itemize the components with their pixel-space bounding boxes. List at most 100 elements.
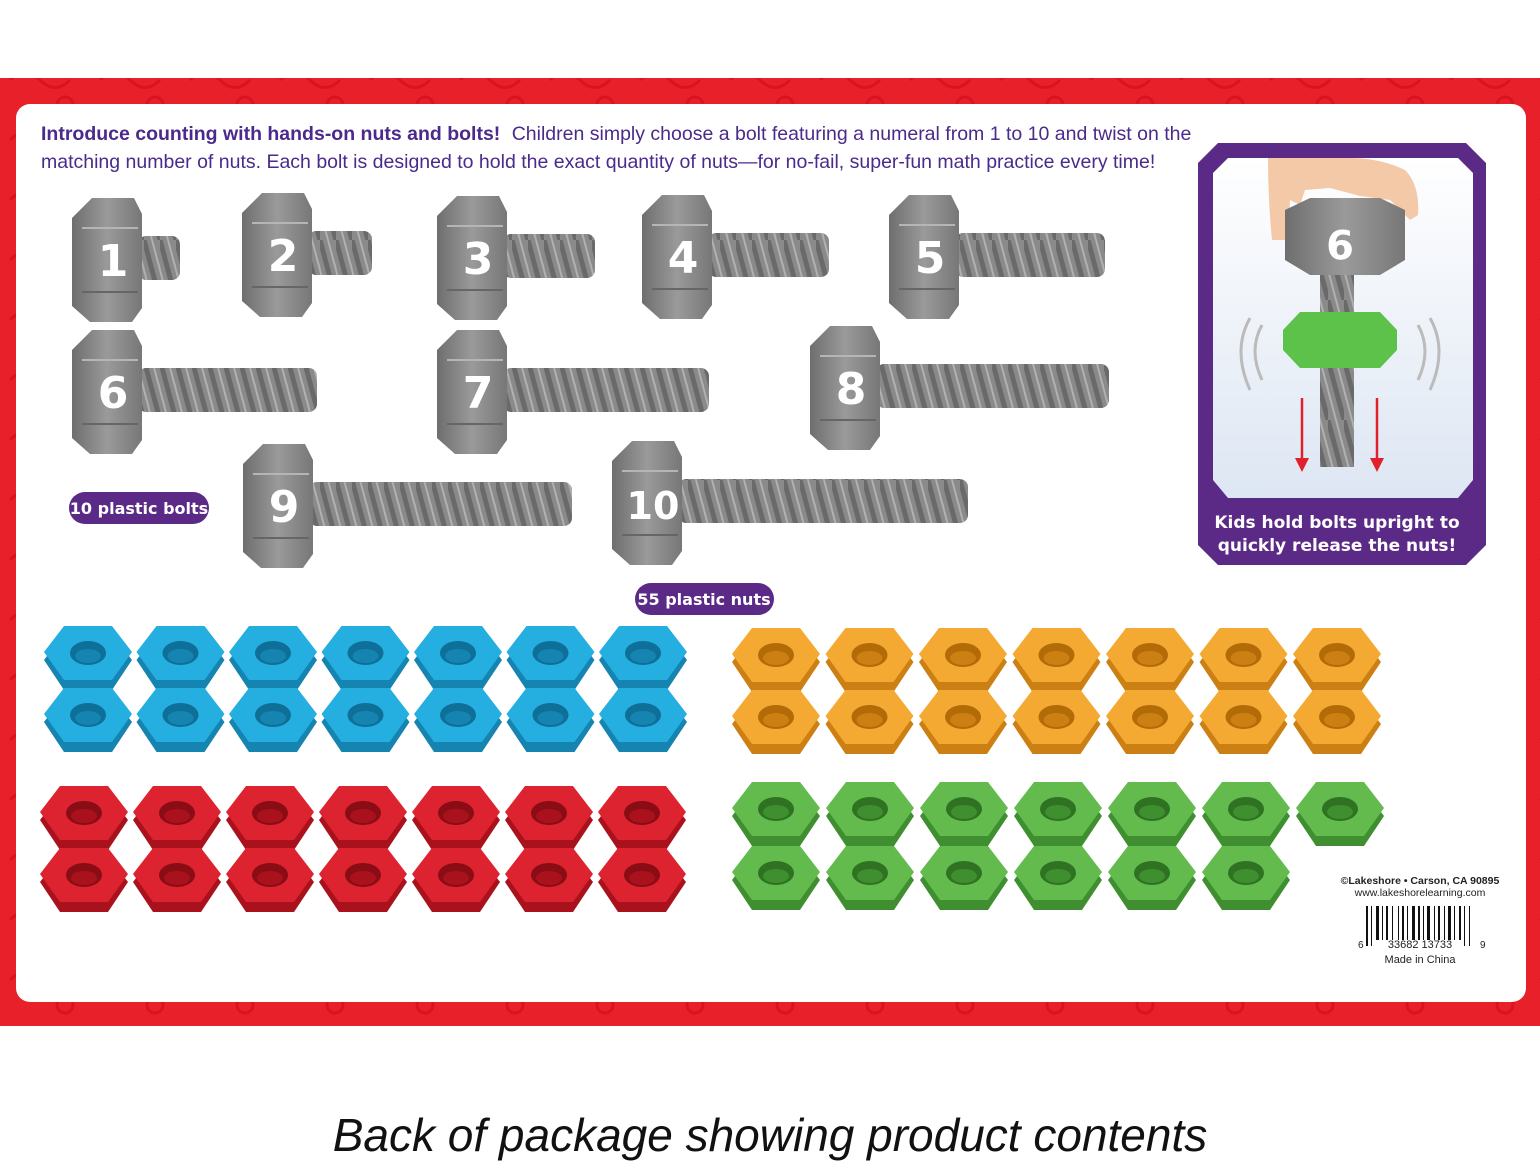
nut — [1199, 628, 1288, 692]
nut — [1014, 782, 1102, 846]
nut — [919, 690, 1007, 754]
nut — [506, 626, 595, 690]
bolt-thread — [138, 236, 180, 280]
nut — [1012, 690, 1101, 754]
bolt-number: 9 — [269, 482, 300, 533]
bolts-badge: 10 plastic bolts — [69, 492, 209, 524]
nut — [598, 848, 686, 912]
nut — [1296, 782, 1384, 846]
bolt-thread — [678, 479, 968, 523]
nut-group-red — [40, 786, 686, 912]
nut — [732, 690, 820, 754]
nuts-group — [40, 626, 1384, 912]
nut — [1014, 846, 1102, 910]
nut — [414, 688, 502, 752]
bolt-number: 4 — [668, 233, 699, 284]
bolt-4: 4 — [642, 195, 829, 319]
bolt-2: 2 — [242, 193, 372, 317]
nut — [1106, 690, 1194, 754]
nut — [919, 628, 1007, 692]
bolt-1: 1 — [72, 198, 180, 322]
nut — [133, 786, 221, 850]
barcode — [1366, 906, 1470, 946]
bolt-number: 6 — [98, 368, 129, 419]
nut — [229, 688, 317, 752]
nut — [599, 626, 687, 690]
nut — [505, 786, 593, 850]
nut — [133, 848, 221, 912]
company-line: ©Lakeshore • Carson, CA 90895 — [1341, 875, 1500, 887]
nut — [920, 846, 1008, 910]
intro-text-line2: matching number of nuts. Each bolt is de… — [41, 151, 1155, 173]
nut — [226, 848, 314, 912]
nut — [226, 786, 314, 850]
nut — [598, 786, 686, 850]
nut — [321, 626, 410, 690]
bolt-number: 5 — [915, 233, 946, 284]
inset-green-nut — [1283, 312, 1397, 368]
barcode-right-digit: 9 — [1480, 940, 1486, 951]
nuts-badge-label: 55 plastic nuts — [637, 590, 770, 609]
bolt-9: 9 — [243, 444, 572, 568]
nut — [1108, 846, 1196, 910]
bolt-number: 2 — [268, 231, 299, 282]
intro-text: Introduce counting with hands-on nuts an… — [41, 123, 1191, 145]
bolt-thread — [309, 482, 572, 526]
nut-group-orange — [732, 628, 1381, 754]
inset-bolt-head — [1285, 198, 1405, 275]
white-panel — [16, 104, 1526, 1002]
nut — [1202, 782, 1290, 846]
nut — [826, 846, 914, 910]
nut — [319, 786, 407, 850]
nut — [506, 688, 595, 752]
inset-bolt-number: 9 — [1326, 220, 1354, 266]
nut — [319, 848, 407, 912]
inset-caption-line2: quickly release the nuts! — [1218, 536, 1457, 556]
bolt-10: 10 — [612, 441, 968, 565]
intro-bold: Introduce counting with hands-on nuts an… — [41, 123, 500, 145]
nut — [40, 848, 128, 912]
hand-image — [1268, 158, 1419, 240]
barcode-left-digit: 6 — [1358, 940, 1364, 951]
bolt-3: 3 — [437, 196, 595, 320]
nut — [826, 782, 914, 846]
inset-panel: 9 Kids hold bolts upright to quickly rel… — [1198, 143, 1486, 565]
bolt-6: 6 — [72, 330, 317, 454]
bolt-thread — [138, 368, 317, 412]
nut — [1108, 782, 1196, 846]
nut — [1293, 690, 1381, 754]
nut — [44, 626, 132, 690]
nut — [920, 782, 1008, 846]
bolt-thread — [876, 364, 1109, 408]
nut-group-blue — [44, 626, 687, 752]
bolt-thread — [503, 234, 595, 278]
nut — [599, 688, 687, 752]
bolt-number: 10 — [627, 484, 680, 528]
nut — [40, 786, 128, 850]
nut — [414, 626, 502, 690]
nut — [136, 626, 225, 690]
nut — [1012, 628, 1101, 692]
bolt-7: 7 — [437, 330, 709, 454]
nut — [732, 846, 820, 910]
nut — [321, 688, 410, 752]
barcode-digits: 33682 13733 — [1388, 939, 1452, 951]
nut-group-green — [732, 782, 1384, 910]
origin-line: Made in China — [1385, 954, 1457, 966]
nut — [44, 688, 132, 752]
nut — [825, 628, 914, 692]
company-info: ©Lakeshore • Carson, CA 90895 www.lakesh… — [1341, 875, 1500, 966]
nut — [229, 626, 317, 690]
bolt-number: 7 — [463, 368, 494, 419]
image-caption: Back of package showing product contents — [332, 1109, 1208, 1161]
nut — [505, 848, 593, 912]
nut — [825, 690, 914, 754]
nut — [1202, 846, 1290, 910]
nut — [732, 782, 820, 846]
inset-caption-line1: Kids hold bolts upright to — [1214, 513, 1459, 533]
nut — [136, 688, 225, 752]
bolt-thread — [503, 368, 709, 412]
nuts-badge: 55 plastic nuts — [635, 583, 774, 615]
